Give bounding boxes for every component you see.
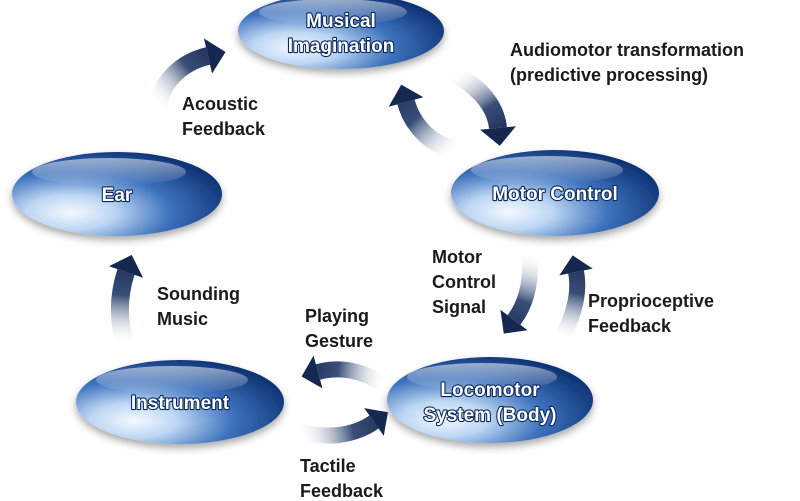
- edge-label-playing-gesture-line2: Gesture: [305, 331, 373, 351]
- edge-label-acoustic: Acoustic: [182, 94, 258, 114]
- node-label-locomotor-system-line2: System (Body): [423, 405, 556, 426]
- edge-label-audiomotor-line2: (predictive processing): [510, 65, 708, 85]
- motor-control-signal-arrow-shaft: [507, 251, 539, 325]
- acoustic-feedback-arrow-shaft: [149, 47, 211, 110]
- edge-label-motor-control-signal: Motor: [432, 247, 482, 267]
- playing-gesture-arrow-shaft: [315, 361, 390, 392]
- edge-label-tactile-line2: Feedback: [300, 481, 384, 501]
- node-motor-control: [451, 150, 659, 236]
- node-locomotor-system: [387, 357, 593, 443]
- tactile-feedback-arrow-shaft: [295, 415, 379, 444]
- edge-label-proprioceptive: Proprioceptive: [588, 291, 714, 311]
- proprioceptive-feedback-arrow-shaft: [553, 270, 586, 345]
- sounding-music-arrow-shaft: [110, 269, 135, 348]
- node-label-locomotor-system: Locomotor: [440, 380, 540, 401]
- node-label-musical-imagination: Musical: [306, 11, 376, 32]
- edge-label-tactile: Tactile: [300, 456, 356, 476]
- node-label-instrument: Instrument: [131, 393, 230, 414]
- edge-label-playing-gesture: Playing: [305, 306, 369, 326]
- edge-label-proprioceptive-line2: Feedback: [588, 316, 672, 336]
- sounding-music-arrow-head: [108, 254, 144, 278]
- return-to-imagination-arrow-head: [388, 84, 424, 107]
- node-label-ear: Ear: [102, 185, 133, 206]
- audiomotor-arrow-head: [480, 126, 516, 146]
- proprioceptive-feedback-arrow-head: [559, 255, 593, 276]
- node-ear: [12, 152, 222, 236]
- node-label-motor-control: Motor Control: [492, 184, 618, 205]
- return-to-imagination-arrow-shaft: [397, 99, 460, 159]
- edge-label-acoustic-line2: Feedback: [182, 119, 266, 139]
- audiomotor-arrow-shaft: [447, 64, 507, 130]
- node-instrument: [76, 360, 284, 444]
- motor-control-signal-arrow-head: [500, 309, 528, 334]
- acoustic-feedback-arrow-head: [203, 38, 226, 74]
- node-label-musical-imagination-line2: Imagination: [288, 36, 395, 57]
- node-musical-imagination: [238, 0, 444, 69]
- edge-label-sounding-music-line2: Music: [157, 309, 208, 329]
- edge-label-motor-control-signal-line2: Control: [432, 272, 496, 292]
- edge-label-audiomotor: Audiomotor transformation: [510, 40, 744, 60]
- edge-label-motor-control-signal-line3: Signal: [432, 297, 486, 317]
- playing-gesture-arrow-head: [301, 355, 323, 389]
- tactile-feedback-arrow-head: [364, 408, 388, 436]
- edge-label-sounding-music: Sounding: [157, 284, 240, 304]
